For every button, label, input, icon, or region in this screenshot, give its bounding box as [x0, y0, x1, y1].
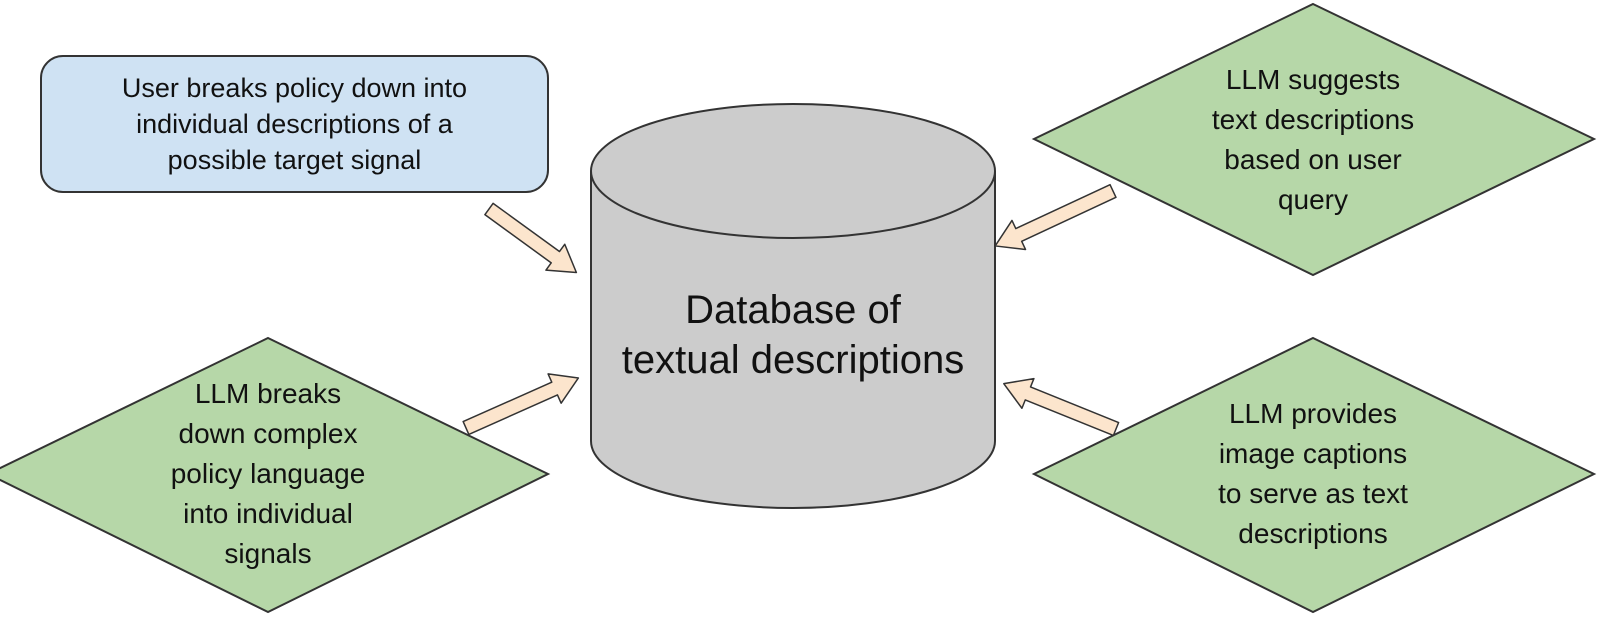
llm-breaks-label: LLM breaks down complex policy language …: [170, 378, 366, 569]
database-cylinder: [590, 103, 996, 509]
database-label: Database of textual descriptions: [621, 288, 965, 382]
llm-captions-diamond: [1031, 336, 1597, 614]
llm-breaks-diamond: [0, 336, 551, 614]
user-policy-label: User breaks policy down into individual …: [121, 73, 468, 175]
arrow-captions-to-database: [1003, 377, 1120, 437]
user-policy-box: [40, 55, 549, 193]
llm-captions-label: LLM provides image captions to serve as …: [1218, 398, 1408, 549]
arrow-user-to-database: [484, 202, 578, 274]
arrow-suggests-to-database: [994, 183, 1117, 251]
llm-suggests-label: LLM suggests text descriptions based on …: [1211, 64, 1415, 215]
arrow-breaks-to-database: [462, 373, 580, 436]
llm-suggests-diamond: [1031, 2, 1597, 277]
